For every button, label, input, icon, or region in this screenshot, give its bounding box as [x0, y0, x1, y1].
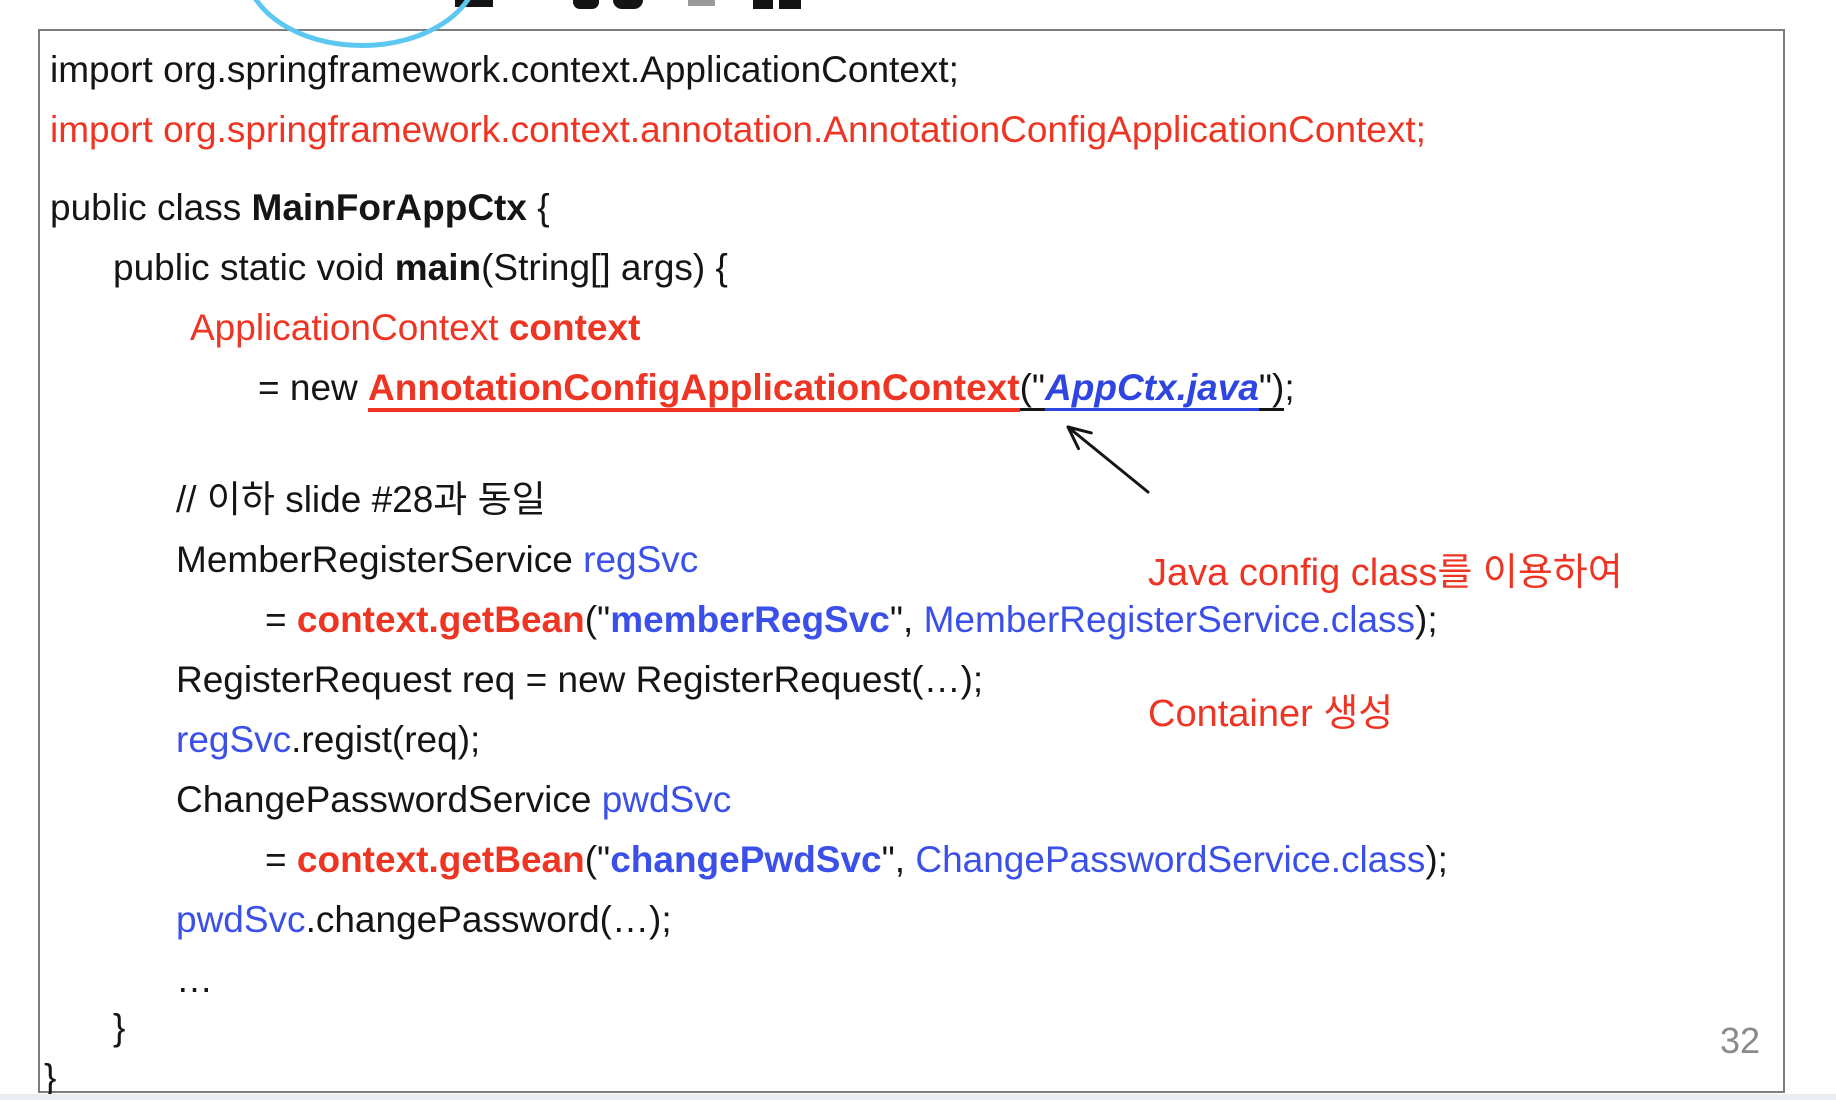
code-segment: ", [881, 839, 916, 880]
code-segment: ChangePasswordService.class [915, 839, 1426, 880]
code-line: public static void main(String[] args) { [113, 238, 1783, 298]
slide-bottom-edge [0, 1094, 1836, 1100]
code-segment: public static void [113, 247, 395, 288]
annotation-line-1: Java config class를 이용하여 [1148, 552, 1623, 594]
code-segment: context [508, 307, 641, 348]
code-box: import org.springframework.context.Appli… [38, 29, 1785, 1098]
code-segment: MemberRegisterService.class [923, 599, 1416, 640]
code-line: regSvc.regist(req); [176, 710, 1783, 770]
code-segment: AnnotationConfigApplicationContext [368, 367, 1020, 412]
code-segment: .regist(req); [291, 719, 481, 760]
code-segment: // 이하 slide #28과 동일 [176, 479, 546, 520]
code-segment: import org.springframework.context.Appli… [50, 49, 959, 90]
title-fragment [455, 0, 493, 7]
code-line: RegisterRequest req = new RegisterReques… [176, 650, 1783, 710]
code-segment: (String[] args) { [481, 247, 728, 288]
code-line: } [44, 1048, 1783, 1100]
code-segment: ApplicationContext [190, 307, 509, 348]
code-line: import org.springframework.context.annot… [50, 100, 1783, 160]
code-segment: regSvc [583, 539, 699, 580]
code-segment: changePwdSvc [610, 839, 882, 880]
code-segment: { [526, 187, 550, 228]
code-segment: memberRegSvc [610, 599, 890, 640]
code-segment: AppCtx.java [1045, 367, 1259, 411]
code-segment: public class [50, 187, 252, 228]
code-segment: pwdSvc [601, 779, 732, 820]
code-line: MemberRegisterService regSvc [176, 530, 1783, 590]
title-fragment [613, 0, 643, 9]
title-fragment [779, 0, 801, 9]
code-segment: … [176, 959, 213, 1000]
annotation-note: Java config class를 이용하여 Container 생성 [1148, 456, 1623, 832]
code-segment: ChangePasswordService [176, 779, 602, 820]
code-segment: } [113, 1007, 126, 1048]
code-line: = context.getBean("changePwdSvc", Change… [265, 830, 1783, 890]
code-line: import org.springframework.context.Appli… [50, 40, 1783, 100]
code-line: = context.getBean("memberRegSvc", Member… [265, 590, 1783, 650]
code-line: // 이하 slide #28과 동일 [176, 470, 1783, 530]
code-line: ChangePasswordService pwdSvc [176, 770, 1783, 830]
code-segment: import org.springframework.context.annot… [50, 109, 1426, 150]
code-segment: (" [1019, 367, 1046, 411]
code-blank-line [40, 160, 1783, 178]
code-segment: ") [1258, 367, 1285, 411]
code-line: } [113, 998, 1783, 1058]
code-segment: ; [1284, 367, 1295, 408]
code-segment: (" [584, 599, 611, 640]
code-segment: pwdSvc [176, 899, 306, 940]
code-line: ApplicationContext context [190, 298, 1783, 358]
code-segment: main [394, 247, 482, 288]
code-block: import org.springframework.context.Appli… [40, 31, 1783, 1100]
code-line: public class MainForAppCtx { [50, 178, 1783, 238]
title-fragment [753, 0, 773, 9]
code-line: pwdSvc.changePassword(…); [176, 890, 1783, 950]
code-segment: context.getBean [296, 839, 585, 880]
code-segment: = [265, 599, 297, 640]
code-segment: .changePassword(…); [305, 899, 672, 940]
title-fragment [688, 0, 715, 6]
code-segment: (" [584, 839, 611, 880]
code-line: = new AnnotationConfigApplicationContext… [258, 358, 1783, 418]
code-segment: MainForAppCtx [251, 187, 527, 228]
code-segment: } [44, 1057, 57, 1098]
code-segment: = [265, 839, 297, 880]
annotation-line-2: Container 생성 [1148, 693, 1394, 735]
code-segment: = new [258, 367, 369, 408]
code-segment: context.getBean [296, 599, 585, 640]
code-segment: RegisterRequest req = new RegisterReques… [176, 659, 984, 700]
page-number: 32 [1719, 1020, 1760, 1061]
code-segment: ", [889, 599, 924, 640]
title-fragment [573, 0, 599, 9]
code-segment: ); [1415, 599, 1438, 640]
code-segment: ); [1425, 839, 1448, 880]
code-line: … [176, 950, 1783, 1010]
code-segment: MemberRegisterService [176, 539, 584, 580]
code-segment: regSvc [176, 719, 292, 760]
